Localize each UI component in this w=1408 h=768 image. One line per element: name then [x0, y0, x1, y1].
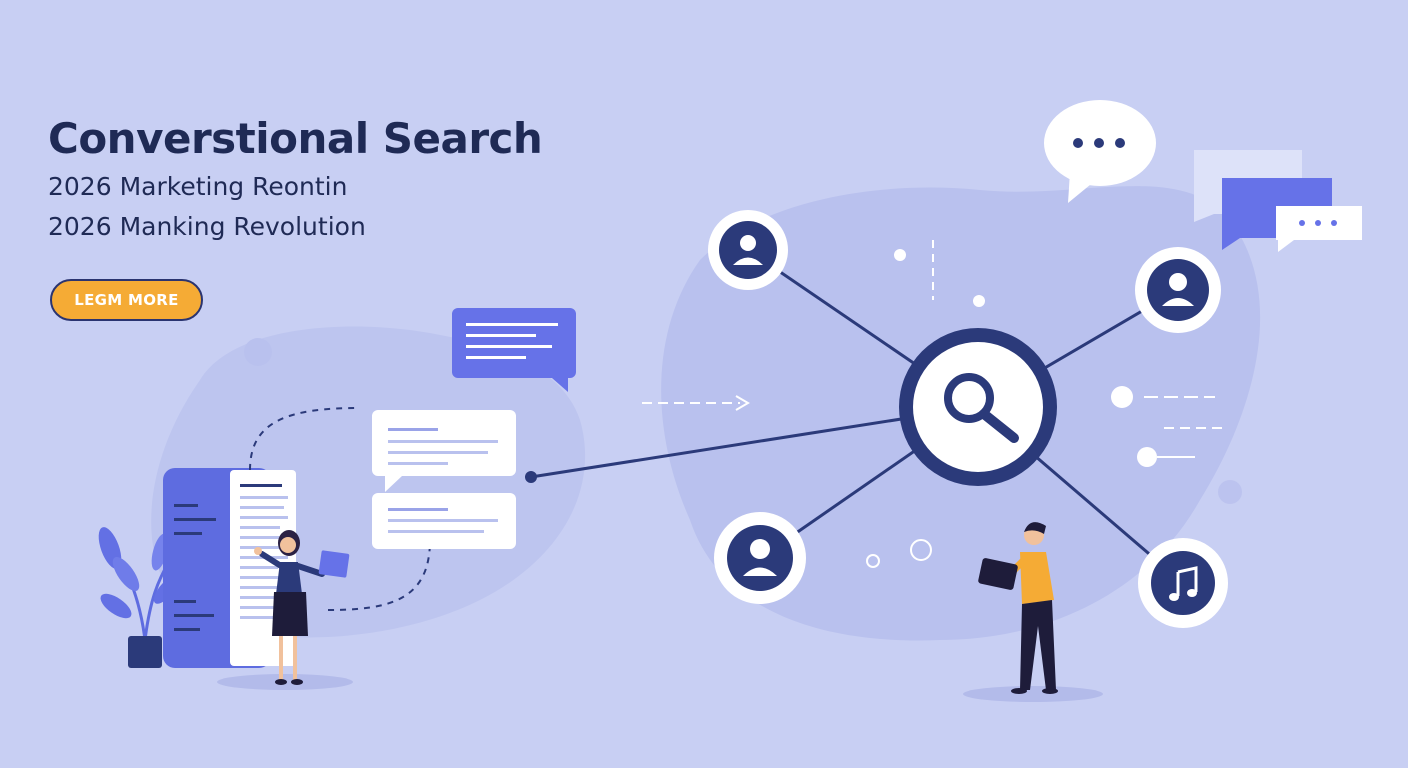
tablet-icon [318, 550, 350, 578]
dashed-connector [249, 407, 361, 471]
connector-dot [525, 471, 537, 483]
subtitle-line-1: 2026 Marketing Reontin [48, 172, 348, 201]
learn-more-button[interactable]: LEGM MORE [50, 279, 203, 321]
subtitle-line-2: 2026 Manking Revolution [48, 212, 366, 241]
page-title: Converstional Search [48, 114, 543, 163]
user-icon [708, 210, 788, 290]
user-icon [1135, 247, 1221, 333]
tablet-icon [978, 558, 1018, 590]
phone-illustration [163, 468, 296, 668]
dashed-connector [327, 539, 431, 611]
ellipsis-icon [1044, 100, 1156, 203]
user-icon [714, 512, 806, 604]
man-figure [978, 522, 1058, 694]
dashed-arrow [642, 395, 750, 411]
chat-bubble-icon [452, 308, 576, 392]
search-icon [899, 328, 1057, 486]
chat-stack [1194, 150, 1362, 252]
message-card [372, 410, 516, 492]
message-card [372, 493, 516, 549]
woman-figure [254, 530, 350, 685]
music-note-icon [1138, 538, 1228, 628]
